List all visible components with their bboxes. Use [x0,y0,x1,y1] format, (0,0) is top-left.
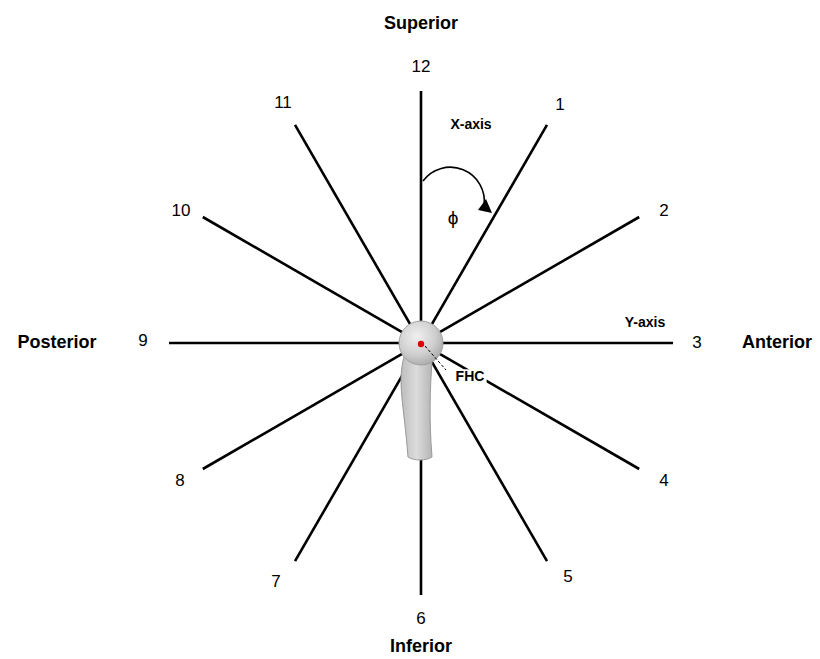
clock-number: 9 [136,332,149,351]
clock-number: 10 [170,202,193,221]
direction-label: Inferior [388,637,454,657]
clock-number: 5 [561,568,574,587]
center-label: FHC [454,369,487,384]
direction-label: Posterior [15,333,98,353]
direction-label: Anterior [740,333,814,353]
clock-number: 4 [657,472,670,491]
direction-label: Superior [382,14,460,34]
clock-number: 8 [173,472,186,491]
clock-number: 11 [272,94,294,113]
clock-number: 1 [553,96,566,115]
axis-label: Y-axis [623,315,667,330]
clock-number: 7 [269,573,282,592]
axis-label: X-axis [448,117,493,132]
clock-number: 2 [657,202,670,221]
clock-number: 6 [414,610,427,629]
clock-number: 3 [690,334,703,353]
clock-number: 12 [410,58,433,77]
angle-symbol: ϕ [446,208,461,229]
